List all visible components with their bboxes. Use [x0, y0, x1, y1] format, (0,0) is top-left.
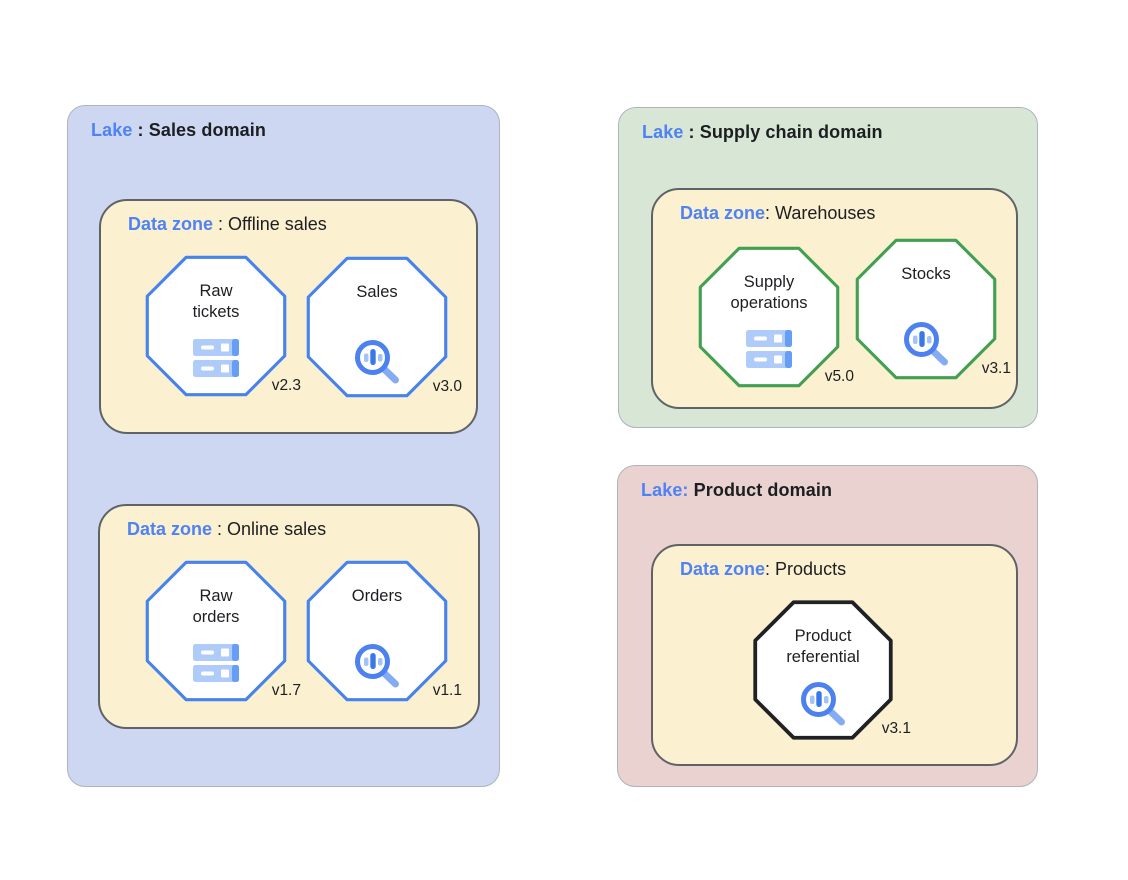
lake-product-domain: Lake: Product domain Data zone: Products…	[617, 465, 1038, 787]
asset-name: Orders	[351, 587, 403, 605]
storage-icon	[193, 339, 239, 377]
lake-sales-domain: Lake : Sales domain Data zone : Offline …	[67, 105, 500, 787]
zone-warehouses: Data zone: Warehouses Supply operations …	[651, 188, 1018, 409]
asset-stocks: Stocks v3.1	[855, 238, 1011, 380]
storage-icon	[746, 330, 792, 368]
zone-offline-sales: Data zone : Offline sales Raw tickets v2…	[99, 199, 478, 434]
octagon-shape	[306, 560, 448, 702]
version-label: v3.1	[981, 360, 1011, 377]
zone-label: Data zone	[680, 559, 766, 579]
lake-supply-chain-domain: Lake : Supply chain domain Data zone: Wa…	[618, 107, 1038, 428]
lake-title: Lake : Supply chain domain	[642, 122, 883, 143]
search-analytics-icon	[801, 682, 845, 726]
asset-name: Raw tickets	[192, 282, 240, 321]
zone-products: Data zone: Products Product referential …	[651, 544, 1018, 766]
zone-title: Data zone : Offline sales	[128, 214, 327, 235]
asset-raw-orders: Raw orders v1.7	[145, 560, 301, 702]
search-analytics-icon	[355, 644, 399, 688]
search-analytics-icon	[904, 322, 948, 366]
octagon-shape	[698, 246, 840, 388]
asset-name: Supply operations	[730, 273, 808, 312]
zone-title: Data zone : Online sales	[127, 519, 326, 540]
zone-label: Data zone	[127, 519, 213, 539]
zone-title-rest: : Online sales	[212, 519, 327, 539]
lake-label: Lake	[642, 122, 684, 142]
version-label: v1.7	[271, 682, 301, 699]
search-analytics-icon	[355, 340, 399, 384]
version-label: v3.1	[881, 720, 911, 737]
zone-title-rest: : Warehouses	[765, 203, 876, 223]
zone-online-sales: Data zone : Online sales Raw orders v1.7…	[98, 504, 480, 729]
asset-name: Sales	[356, 283, 398, 301]
version-label: v5.0	[824, 368, 854, 385]
zone-title: Data zone: Products	[680, 559, 846, 580]
zone-label: Data zone	[128, 214, 214, 234]
version-label: v2.3	[271, 377, 301, 394]
asset-name: Stocks	[901, 265, 951, 283]
lake-title-rest: Product domain	[688, 480, 833, 500]
lake-title-rest: : Sales domain	[132, 120, 266, 140]
octagon-shape	[306, 256, 448, 398]
asset-name: Product referential	[786, 627, 860, 666]
lake-title-rest: : Supply chain domain	[683, 122, 883, 142]
asset-name: Raw orders	[192, 587, 240, 626]
lake-title: Lake : Sales domain	[91, 120, 266, 141]
lake-label: Lake:	[641, 480, 689, 500]
octagon-shape	[145, 255, 287, 397]
zone-title-rest: : Offline sales	[213, 214, 327, 234]
asset-orders: Orders v1.1	[306, 560, 462, 702]
version-label: v1.1	[432, 682, 462, 699]
asset-supply-operations: Supply operations v5.0	[698, 246, 854, 388]
zone-label: Data zone	[680, 203, 766, 223]
storage-icon	[193, 644, 239, 682]
asset-raw-tickets: Raw tickets v2.3	[145, 255, 301, 397]
zone-title: Data zone: Warehouses	[680, 203, 875, 224]
zone-title-rest: : Products	[765, 559, 847, 579]
octagon-shape	[753, 600, 893, 740]
lake-label: Lake	[91, 120, 133, 140]
octagon-shape	[855, 238, 997, 380]
octagon-shape	[145, 560, 287, 702]
lake-title: Lake: Product domain	[641, 480, 832, 501]
version-label: v3.0	[432, 378, 462, 395]
asset-product-referential: Product referential v3.1	[753, 600, 911, 740]
asset-sales: Sales v3.0	[306, 256, 462, 398]
